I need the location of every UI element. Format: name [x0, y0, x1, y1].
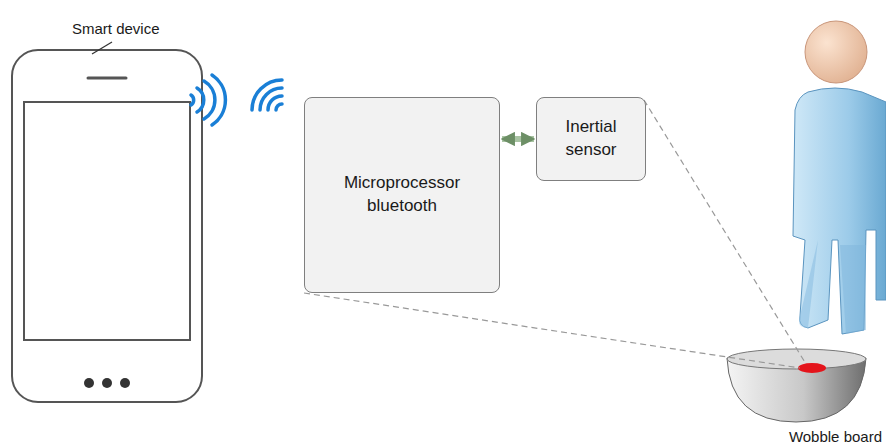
- leader-line: [92, 42, 112, 54]
- wobble-board-illustration: [727, 349, 866, 422]
- process-box: Inertial sensor: [536, 97, 646, 181]
- person-illustration: [793, 21, 886, 334]
- wireless-icon: [191, 75, 225, 125]
- box-label: Inertial sensor: [546, 116, 636, 162]
- box-label: Microprocessor bluetooth: [317, 172, 487, 218]
- part-name: Wobble board: [789, 428, 882, 445]
- process-box: Microprocessor bluetooth: [304, 97, 500, 293]
- part-name: Smart device: [72, 20, 160, 37]
- smart-device-illustration: [12, 50, 202, 402]
- double-arrow: [502, 136, 534, 142]
- wireless-icon: [252, 80, 282, 110]
